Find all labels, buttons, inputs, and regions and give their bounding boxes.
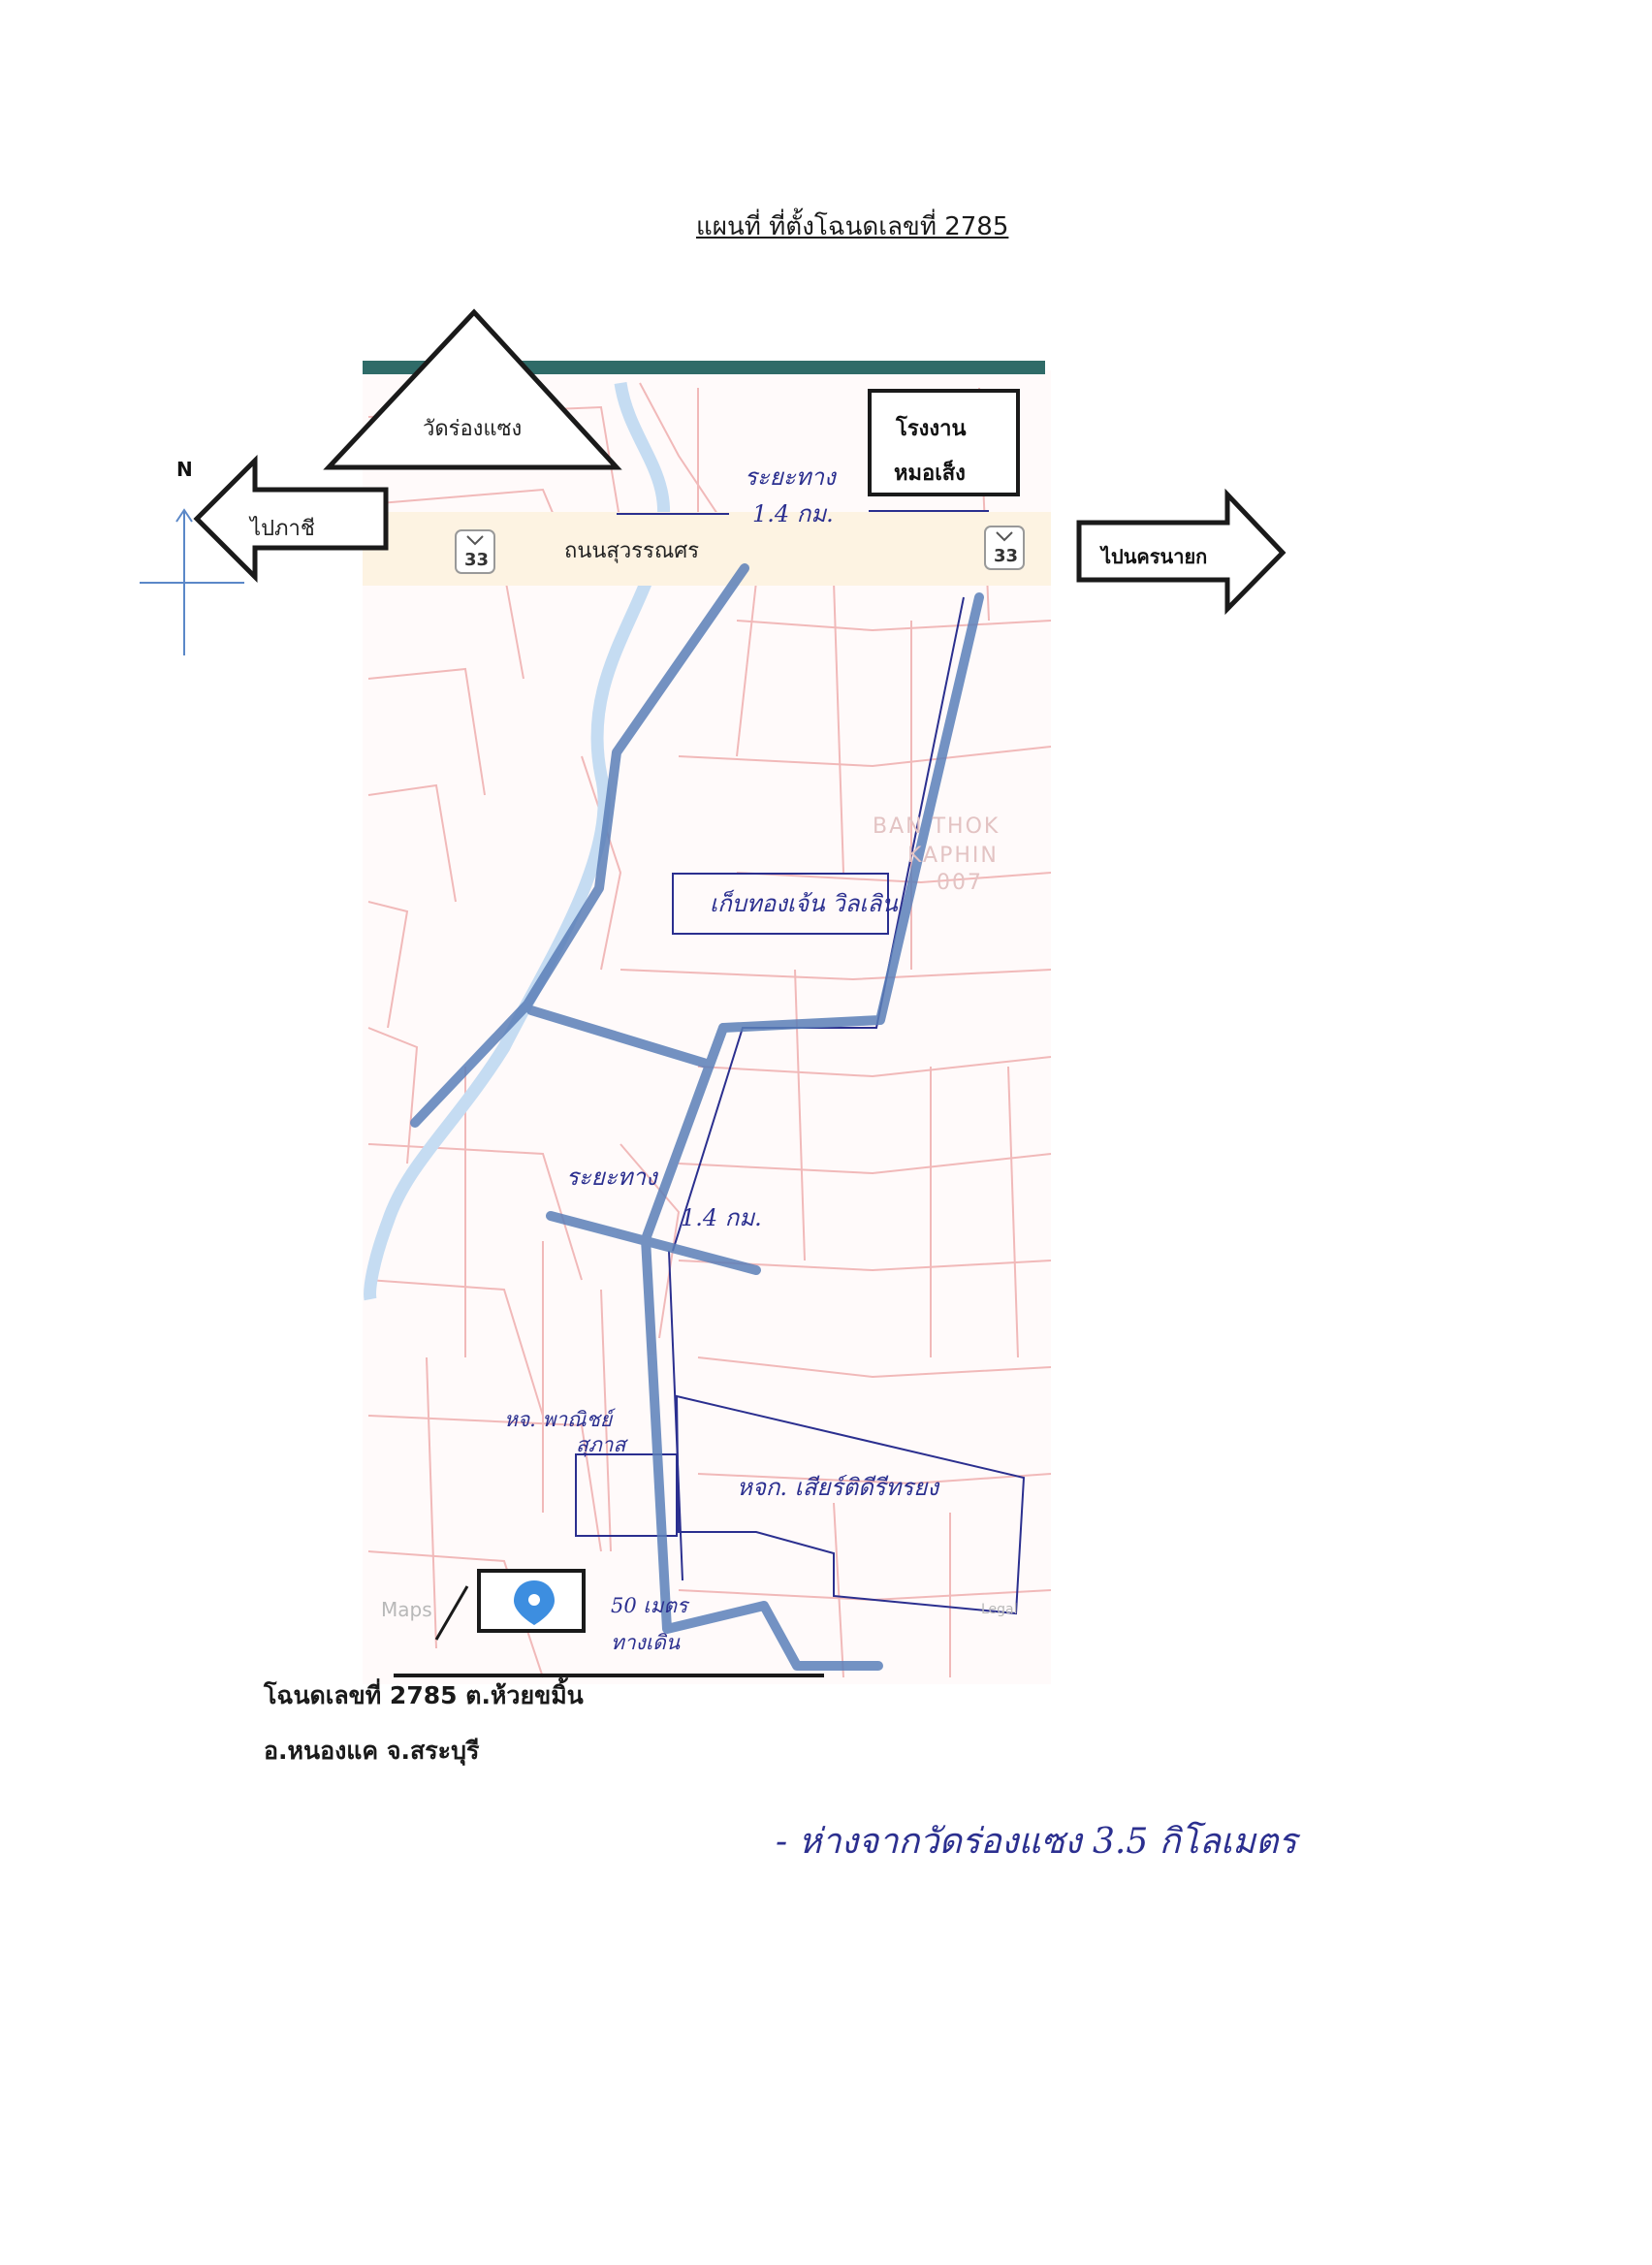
temple-triangle (323, 308, 622, 470)
distance-note: - ห่างจากวัดร่องแซง 3.5 กิโลเมตร (776, 1822, 1297, 1862)
factory-label-line2: หมอเส็ง (894, 462, 966, 486)
maps-legal: Legal (981, 1602, 1018, 1617)
highway-number-left: 33 (464, 550, 490, 570)
north-label: N (176, 458, 193, 481)
dirt-road-line2: ทางเดิน (611, 1631, 681, 1654)
dirt-road-line1: 50 เมตร (611, 1594, 688, 1617)
factory-label-line1: โรงงาน (896, 417, 967, 441)
village-label: เก็บทองเจ้น วิลเลิน (710, 890, 898, 917)
pharmacy-label-line2: สุภาส (576, 1433, 626, 1456)
partnership-label: หจก. เสียร์ติดีรีทรยง (737, 1474, 939, 1501)
header-bar (363, 361, 1045, 374)
pin-pointer-line (434, 1585, 469, 1641)
right-arrow (1076, 488, 1287, 616)
deed-line2: อ.หนองแค จ.สระบุรี (264, 1737, 480, 1765)
maps-attribution: Maps (381, 1598, 432, 1621)
map-area-line1: BAN THOK (873, 814, 1001, 839)
map-background (363, 370, 1051, 1684)
highway-shield-left (455, 529, 495, 574)
map-area-line3: 007 (937, 871, 983, 895)
distance-mid-line2: 1.4 กม. (681, 1204, 762, 1231)
highway-number-right: 33 (994, 546, 1019, 566)
highway-shield-right (984, 526, 1025, 570)
map-area-line2: KAPHIN (907, 844, 999, 868)
page-title: แผนที่ ที่ตั้งโฉนดเลขที่ 2785 (696, 212, 1009, 241)
road-label: ถนนสุวรรณศร (564, 539, 700, 563)
parcel-lines (367, 382, 1052, 1678)
left-arrow-label: ไปภาชี (250, 517, 315, 541)
distance-top-line1: ระยะทาง (745, 463, 836, 491)
route-lines (410, 563, 984, 1671)
pharmacy-label-line1: หจ. พาณิชย์ (504, 1408, 613, 1431)
right-arrow-label: ไปนครนายก (1101, 545, 1208, 568)
distance-mid-line1: ระยะทาง (566, 1164, 657, 1191)
left-arrow (193, 454, 389, 584)
partnership-parcel (675, 1394, 1026, 1615)
factory-box (868, 389, 1020, 496)
temple-label: วัดร่องแซง (423, 417, 523, 441)
north-axis (140, 508, 244, 655)
deed-line1: โฉนดเลขที่ 2785 ต.ห้วยขมิ้น (264, 1681, 584, 1709)
location-pin-icon (514, 1580, 555, 1625)
distance-top-line2: 1.4 กม. (752, 500, 834, 527)
village-box (672, 873, 889, 935)
